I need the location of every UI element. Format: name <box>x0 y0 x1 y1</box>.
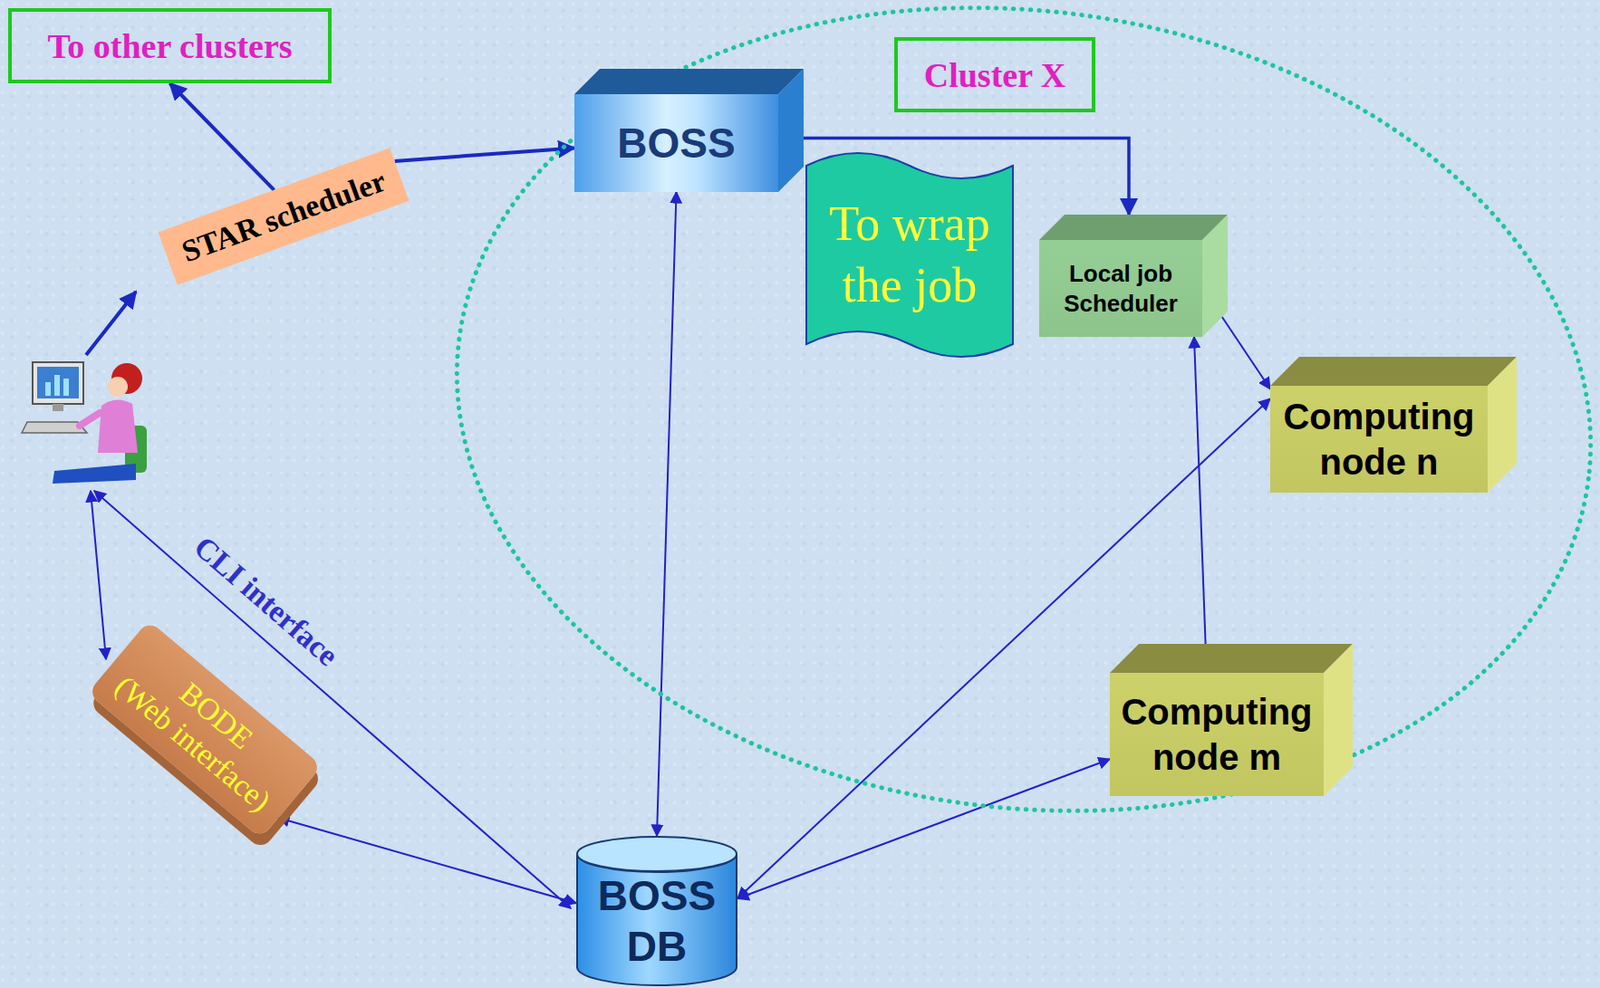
web-interface-slab: BODE(Web interface) <box>86 619 322 839</box>
arm <box>79 413 100 426</box>
cluster-region: Cluster X BOSS To wrap the jobLocal job Sc… <box>454 7 1593 805</box>
bar <box>54 375 60 396</box>
connector <box>278 818 577 904</box>
node-text: Computing node n <box>1281 394 1477 485</box>
dotted-ellipse <box>410 0 1600 875</box>
legs <box>52 463 136 484</box>
box-side-face <box>1202 214 1228 338</box>
cylinder-body <box>577 854 737 986</box>
database-cylinder: BOSS DB <box>576 836 738 986</box>
connector <box>1194 337 1206 659</box>
cylinder-top <box>577 837 737 872</box>
face <box>107 376 128 397</box>
connector <box>395 147 575 162</box>
node-text: BOSS DB <box>583 871 731 972</box>
box-side-face <box>1487 356 1517 493</box>
node-text: Local job Scheduler <box>1048 259 1194 319</box>
screen <box>37 366 79 399</box>
boss-box: BOSS <box>574 94 779 193</box>
bar <box>63 378 69 396</box>
monitor-stand <box>52 404 64 412</box>
wrap-banner: To wrap the job <box>806 153 1013 357</box>
box-top-face <box>1109 644 1353 674</box>
compute-node: Computing node m <box>1109 673 1324 797</box>
cli-link <box>94 491 571 909</box>
monitor <box>32 362 84 405</box>
interface-label: CLI interface <box>186 530 345 674</box>
box-top-face <box>574 68 804 95</box>
box-side-face <box>1323 644 1353 797</box>
node-text: To other clusters <box>47 26 292 67</box>
user-arrow <box>86 291 136 356</box>
user-icon <box>21 362 147 484</box>
node-text: STAR scheduler <box>177 163 391 270</box>
node-text: To wrap the job <box>819 193 1001 317</box>
bar <box>45 382 51 396</box>
connector <box>737 759 1110 899</box>
connector <box>656 192 677 837</box>
compute-node: Computing node n <box>1270 385 1488 493</box>
connector <box>1209 298 1271 389</box>
user-link <box>90 491 107 660</box>
scheduler-box: Local job Scheduler <box>1039 240 1203 338</box>
box-top-face <box>1270 356 1517 386</box>
cluster-link-box: To other clusters <box>8 8 332 84</box>
box-top-face <box>1039 214 1228 241</box>
connector <box>737 398 1271 899</box>
box-side-face <box>778 68 804 193</box>
body <box>97 399 138 454</box>
banner-outline <box>806 153 1013 357</box>
node-text: Cluster X <box>894 37 1096 113</box>
scheduler-bar: STAR scheduler <box>158 147 410 285</box>
banner-shape <box>806 153 1013 357</box>
node-text: Computing node m <box>1120 689 1313 781</box>
connector <box>170 83 275 191</box>
node-text: BOSS <box>616 118 735 168</box>
